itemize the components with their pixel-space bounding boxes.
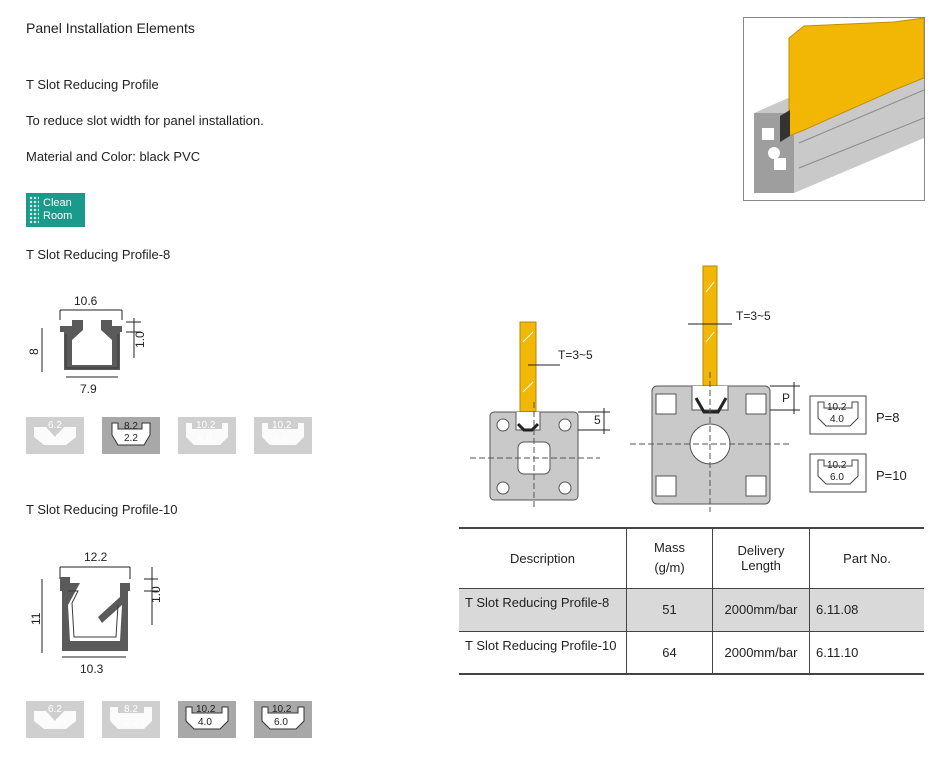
- profile10-chip-3-top: 10.2: [196, 704, 216, 715]
- profile8-drawing: 10.6 8 1.0 7.9: [27, 294, 147, 396]
- header-mass: Mass (g/m): [626, 528, 713, 588]
- t-small-label: T=3~5: [558, 348, 593, 362]
- material-info: Material and Color: black PVC: [26, 149, 201, 164]
- cell-description: T Slot Reducing Profile-10: [465, 637, 617, 653]
- profile10-chip-3-bottom: 4.0: [198, 717, 212, 728]
- dim-large-label: P: [782, 391, 790, 405]
- cell-description: T Slot Reducing Profile-8: [465, 594, 610, 610]
- legend-p8-bottom: 4.0: [830, 414, 844, 425]
- header-description: Description: [509, 550, 576, 566]
- table-row: T Slot Reducing Profile-10 64 2000mm/bar…: [459, 631, 924, 674]
- profile-with-panel-illustration: [744, 18, 924, 200]
- profile10-chip-2: 8.2 2.2: [102, 701, 160, 738]
- cell-mass: 51: [626, 588, 713, 631]
- particles-icon: [29, 196, 39, 224]
- clean-room-badge: Clean Room: [26, 193, 85, 227]
- profile10-chip-4: 10.2 6.0: [254, 701, 312, 738]
- profile10-drawing: 12.2 11 1.0 10.3: [29, 550, 163, 676]
- cell-part-no: 6.11.08: [809, 588, 924, 631]
- profile8-chip-2: 8.2 2.2: [102, 417, 160, 454]
- profile10-chip-2-bottom: 2.2: [124, 717, 138, 728]
- cell-delivery-length: 2000mm/bar: [712, 588, 810, 631]
- cell-delivery-length: 2000mm/bar: [712, 631, 810, 674]
- legend-p10-label: P=10: [876, 468, 907, 483]
- profile8-chip-4-bottom: 6.0: [274, 433, 288, 444]
- table-row: T Slot Reducing Profile-8 51 2000mm/bar …: [459, 588, 924, 631]
- header-part-no: Part No.: [809, 528, 924, 588]
- profile10-chip-4-bottom: 6.0: [274, 717, 288, 728]
- profile8-slot-chips: 6.2 2.0 8.2 2.2 10.2 4.0 10.2 6.0: [26, 417, 312, 454]
- spec-table: Description Mass (g/m) Delivery Length P…: [459, 527, 924, 675]
- profile10-width-bottom: 10.3: [80, 662, 104, 676]
- profile8-chip-3-bottom: 4.0: [198, 433, 212, 444]
- table-header-row: Description Mass (g/m) Delivery Length P…: [459, 528, 924, 588]
- profile8-title: T Slot Reducing Profile-8: [26, 247, 171, 262]
- profile10-chip-1-bottom: 2.0: [47, 717, 61, 728]
- profile-small-assembly: T=3~5 5: [470, 321, 610, 507]
- profile10-chip-1: 6.2 2.0: [26, 701, 84, 738]
- profile8-chip-2-top: 8.2: [124, 421, 138, 432]
- header-delivery-length: Delivery Length: [712, 528, 810, 588]
- product-purpose: To reduce slot width for panel installat…: [26, 113, 264, 128]
- profile8-height: 8: [27, 348, 41, 355]
- profile10-lip: 1.0: [149, 586, 163, 603]
- badge-line-1: Clean: [43, 197, 72, 209]
- profile8-chip-2-bottom: 2.2: [124, 433, 138, 444]
- profile10-slot-chips: 6.2 2.0 8.2 2.2 10.2 4.0 10.2 6.0: [26, 701, 312, 738]
- cell-mass: 64: [626, 631, 713, 674]
- profile10-width-top: 12.2: [84, 550, 108, 564]
- product-name: T Slot Reducing Profile: [26, 77, 159, 92]
- profile8-chip-3-top: 10.2: [196, 420, 216, 431]
- installation-diagram: T=3~5 5 T=3~5 P 10.2 4.0 P=8: [470, 265, 907, 512]
- badge-line-2: Room: [43, 210, 73, 222]
- profile10-height: 11: [29, 612, 43, 625]
- dim-small-label: 5: [594, 413, 601, 427]
- legend-p10: 10.2 6.0 P=10: [809, 453, 907, 493]
- profile10-title: T Slot Reducing Profile-10: [26, 502, 178, 517]
- legend-p10-bottom: 6.0: [830, 472, 844, 483]
- legend-p10-top: 10.2: [827, 460, 847, 471]
- t-large-label: T=3~5: [736, 309, 771, 323]
- profile10-chip-3: 10.2 4.0: [178, 701, 236, 738]
- profile8-chip-4: 10.2 6.0: [254, 417, 312, 454]
- profile10-chip-4-top: 10.2: [272, 704, 292, 715]
- profile10-chip-2-top: 8.2: [124, 704, 138, 715]
- legend-p8-top: 10.2: [827, 402, 847, 413]
- profile8-chip-1-top: 6.2: [48, 420, 62, 431]
- profile8-chip-3: 10.2 4.0: [178, 417, 236, 454]
- profile8-chip-1: 6.2 2.0: [26, 417, 84, 454]
- profile-large-assembly: T=3~5 P: [630, 265, 800, 512]
- legend-p8: 10.2 4.0 P=8: [809, 395, 900, 435]
- page-title: Panel Installation Elements: [26, 20, 195, 36]
- profile8-chip-1-bottom: 2.0: [47, 433, 61, 444]
- profile8-width-top: 10.6: [74, 294, 98, 308]
- profile8-width-bottom: 7.9: [80, 382, 97, 396]
- cell-part-no: 6.11.10: [809, 631, 924, 674]
- product-photo: [743, 17, 925, 201]
- profile8-chip-4-top: 10.2: [272, 420, 292, 431]
- legend-p8-label: P=8: [876, 410, 900, 425]
- profile8-lip: 1.0: [133, 331, 147, 348]
- profile10-chip-1-top: 6.2: [48, 704, 62, 715]
